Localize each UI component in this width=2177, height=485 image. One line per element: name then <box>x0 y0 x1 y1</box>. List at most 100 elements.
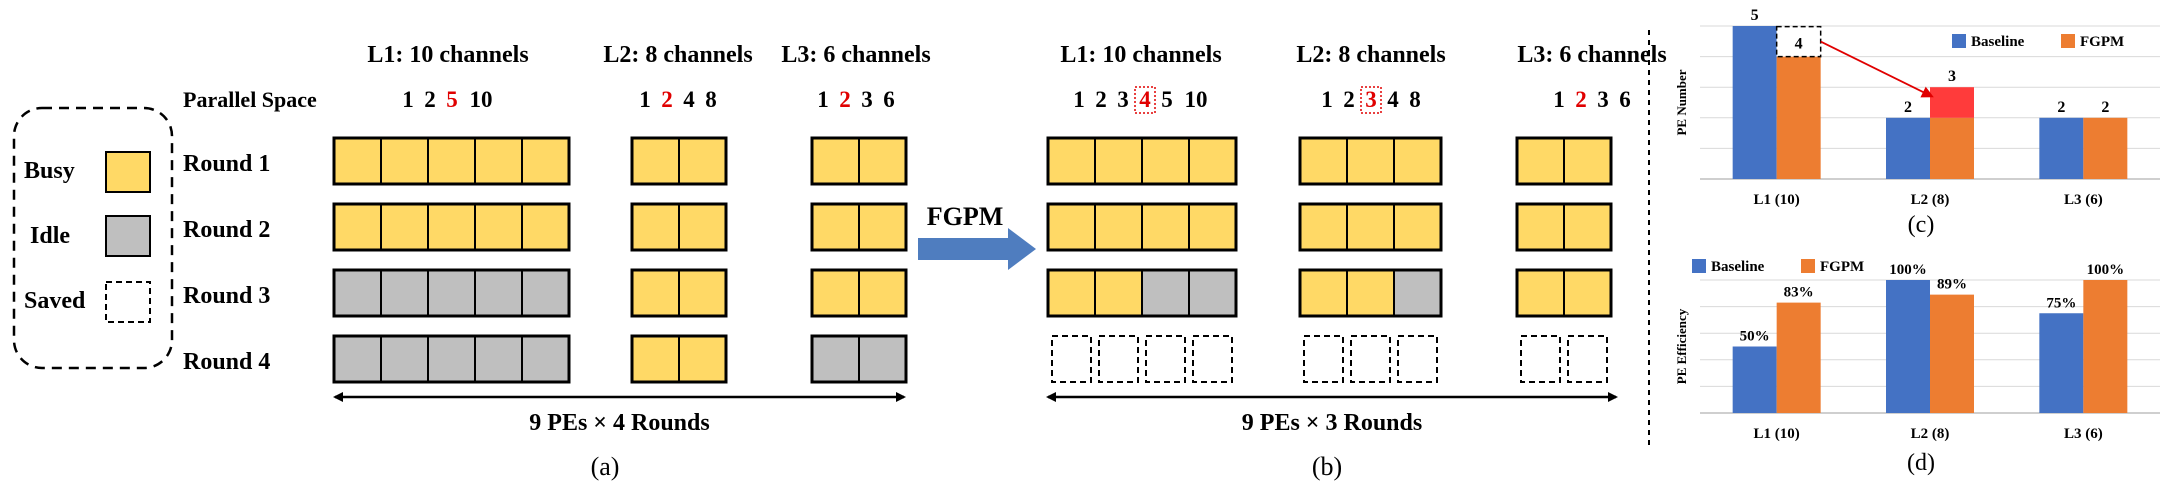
panel-b-parallel-value: 1 <box>1321 87 1333 112</box>
panel-b-caption: (b) <box>1312 452 1342 481</box>
panel-b-parallel-value: 3 <box>1365 87 1377 112</box>
fgpm-transition-label: FGPM <box>927 202 1004 231</box>
legend-busy-swatch <box>105 151 151 193</box>
panel-b-pe-cell-saved <box>1098 335 1139 383</box>
legend-label-fgpm: FGPM <box>2080 34 2124 50</box>
panel-a-pe-cell-busy <box>678 137 727 185</box>
legend-swatch-baseline <box>1952 34 1966 48</box>
panel-a-pe-cell-busy <box>858 137 907 185</box>
bar-fgpm <box>1776 302 1821 413</box>
legend-busy-label: Busy <box>24 158 75 184</box>
panel-b-parallel-value: 3 <box>1597 87 1609 112</box>
panel-b-pe-cell-busy <box>1094 203 1143 251</box>
legend-idle-swatch <box>105 215 151 257</box>
panel-b-span-label: 9 PEs × 3 Rounds <box>1242 410 1422 436</box>
panel-a-round-frame <box>810 334 908 384</box>
panel-a-parallel-value: 1 <box>817 87 829 112</box>
legend-label-baseline: Baseline <box>1971 34 2025 50</box>
panel-b-pe-cell-busy <box>1516 203 1565 251</box>
panel-b-pe-cell-idle <box>1393 269 1442 317</box>
panel-a-pe-cell-idle <box>858 335 907 383</box>
panel-b-pe-cell-busy <box>1516 137 1565 185</box>
panel-b-pe-cell-busy <box>1516 269 1565 317</box>
panel-a-pe-cell-idle <box>427 335 476 383</box>
x-tick-label: L2 (8) <box>1911 426 1950 442</box>
panel-b-layer-title-1: L1: 10 channels <box>1060 42 1221 68</box>
panel-a-pe-cell-idle <box>474 335 523 383</box>
panel-a-pe-cell-busy <box>678 203 727 251</box>
fgpm-transition: FGPM <box>918 202 1036 270</box>
panel-b-pe-cell-busy <box>1346 269 1395 317</box>
panel-a-parallel-value: 4 <box>683 87 695 112</box>
bar-baseline <box>1886 117 1930 179</box>
panel-b-round-frame <box>1046 202 1238 252</box>
panel-a-pe-cell-busy <box>858 203 907 251</box>
data-label: 50% <box>1740 329 1770 345</box>
panel-b-pe-cell-busy <box>1094 137 1143 185</box>
panel-a-round-frame <box>630 334 728 384</box>
panel-b-pe-cell-busy <box>1393 203 1442 251</box>
bar-fgpm <box>2083 280 2128 413</box>
panel-b-pe-cell-busy <box>1563 203 1612 251</box>
bar-fgpm <box>1930 117 1974 179</box>
panel-a-parallel-value: 8 <box>705 87 717 112</box>
panel-b-pe-cell-busy <box>1141 137 1190 185</box>
panel-a-round-frame <box>630 268 728 318</box>
panel-b-parallel-value: 10 <box>1185 87 1208 112</box>
panel-a-round-frame <box>810 268 908 318</box>
data-label: 75% <box>2046 295 2076 311</box>
chart-caption: (c) <box>1908 212 1935 238</box>
panel-b-pe-cell-busy <box>1047 269 1096 317</box>
panel-b-pe-cell-saved <box>1303 335 1344 383</box>
panel-a-parallel-value: 2 <box>424 87 436 112</box>
panel-b-pe-cell-busy <box>1047 137 1096 185</box>
panel-b-round-frame <box>1298 136 1443 186</box>
panel-b-pe-cell-saved <box>1567 335 1608 383</box>
bar-added-pe <box>1930 87 1974 118</box>
panel-a-parallel-value: 2 <box>661 87 673 112</box>
x-tick-label: L2 (8) <box>1911 192 1950 208</box>
panel-b-pe-cell-saved <box>1350 335 1391 383</box>
panel-b-parallel-value: 8 <box>1409 87 1421 112</box>
panel-b-pe-cell-busy <box>1299 269 1348 317</box>
y-axis-label: PE Number <box>1674 69 1689 135</box>
panel-a-pe-cell-idle <box>521 335 570 383</box>
panel-a-layer-title-3: L3: 6 channels <box>781 42 930 68</box>
panel-b-pe-cell-busy <box>1346 137 1395 185</box>
panel-b-pe-cell-busy <box>1346 203 1395 251</box>
panel-b-pe-cell-busy <box>1141 203 1190 251</box>
x-tick-label: L1 (10) <box>1754 192 1800 208</box>
panel-b-parallel-value: 2 <box>1575 87 1587 112</box>
chart-legend: Baseline FGPM <box>1952 34 2124 50</box>
data-label: 89% <box>1937 277 1967 293</box>
panel-b-pe-cell-busy <box>1188 137 1237 185</box>
panel-b-pe-cell-idle <box>1141 269 1190 317</box>
panel-a-pe-cell-busy <box>427 203 476 251</box>
panel-a-pe-cell-busy <box>631 335 680 383</box>
panel-a-pe-cell-busy <box>631 137 680 185</box>
panel-a-pe-cell-idle <box>380 269 429 317</box>
legend-idle-label: Idle <box>30 223 70 249</box>
panel-b-highlight-box-1 <box>1134 86 1156 114</box>
panel-a-caption: (a) <box>591 452 620 481</box>
legend-saved-label: Saved <box>24 288 86 314</box>
panel-a-pe-cell-idle <box>380 335 429 383</box>
panel-a-round-frame <box>630 136 728 186</box>
bar-fgpm <box>1930 294 1974 413</box>
panel-a-parallel-value: 1 <box>639 87 651 112</box>
panel-a-pe-cell-busy <box>474 137 523 185</box>
round-label-4: Round 4 <box>183 349 270 375</box>
panel-a-pe-cell-busy <box>380 137 429 185</box>
panel-b-parallel-value: 6 <box>1619 87 1631 112</box>
